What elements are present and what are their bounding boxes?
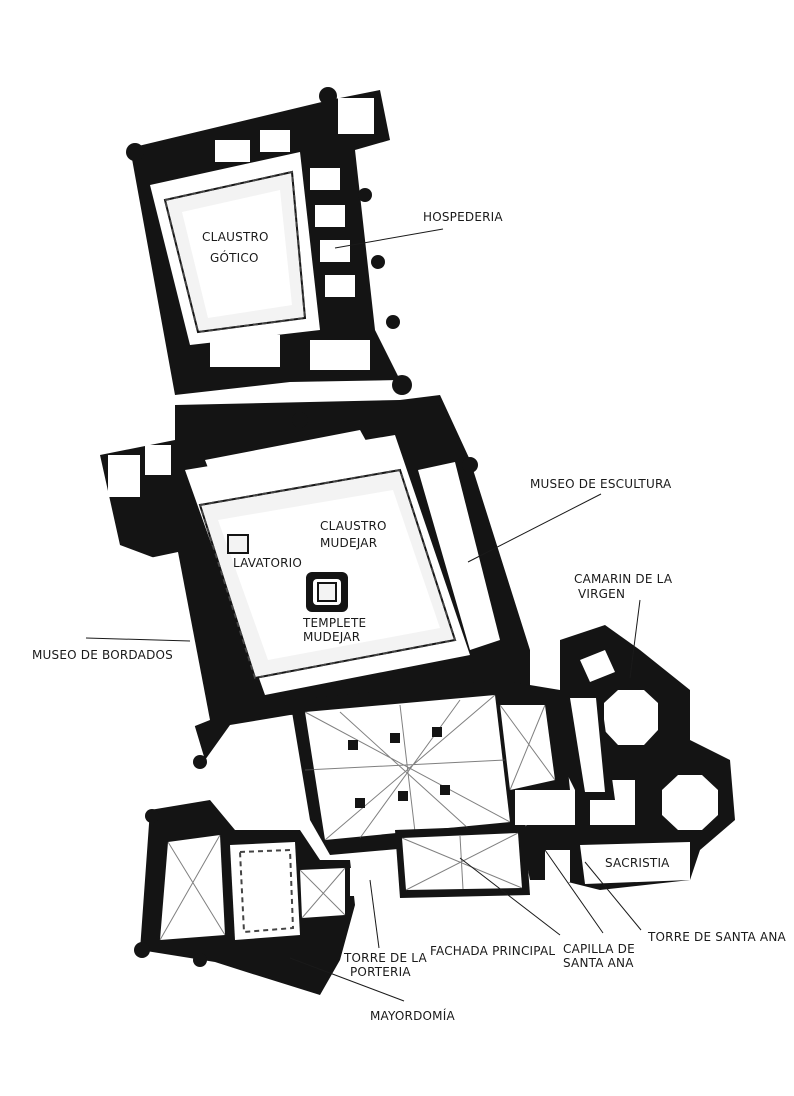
label-claustro-mudejar-2: MUDEJAR [320, 536, 377, 550]
label-torre-santa-ana: TORRE DE SANTA ANA [647, 930, 787, 944]
church-pillars [348, 727, 450, 808]
leader-lines [85, 228, 642, 1002]
passage-floor [570, 698, 605, 792]
mayordomia-block [134, 800, 370, 995]
label-torre-porteria-1: TORRE DE LA [343, 951, 427, 965]
label-fachada-principal: FACHADA PRINCIPAL [430, 944, 555, 958]
label-museo-bordados: MUSEO DE BORDADOS [32, 648, 173, 662]
label-sacristia: SACRISTIA [605, 856, 670, 870]
label-hospederia: HOSPEDERIA [423, 210, 503, 224]
claustro-mudejar-block [100, 395, 530, 769]
label-lavatorio: LAVATORIO [233, 556, 302, 570]
label-templete-1: TEMPLETE [302, 616, 366, 630]
label-templete-2: MUDEJAR [303, 630, 360, 644]
label-claustro-gotico-1: CLAUSTRO [202, 230, 269, 244]
fachada-capilla-block [395, 825, 530, 898]
label-museo-escultura: MUSEO DE ESCULTURA [530, 477, 672, 491]
label-claustro-gotico-2: GÓTICO [210, 250, 259, 265]
label-claustro-mudejar-1: CLAUSTRO [320, 519, 387, 533]
label-camarin-1: CAMARIN DE LA [574, 572, 673, 586]
church-block [290, 680, 570, 855]
label-camarin-2: VIRGEN [578, 587, 625, 601]
claustro-gotico-block [126, 87, 412, 395]
label-capilla-2: SANTA ANA [563, 956, 634, 970]
label-torre-porteria-2: PORTERIA [350, 965, 411, 979]
label-capilla-1: CAPILLA DE [563, 942, 635, 956]
label-mayordomia: MAYORDOMÍA [370, 1008, 455, 1023]
